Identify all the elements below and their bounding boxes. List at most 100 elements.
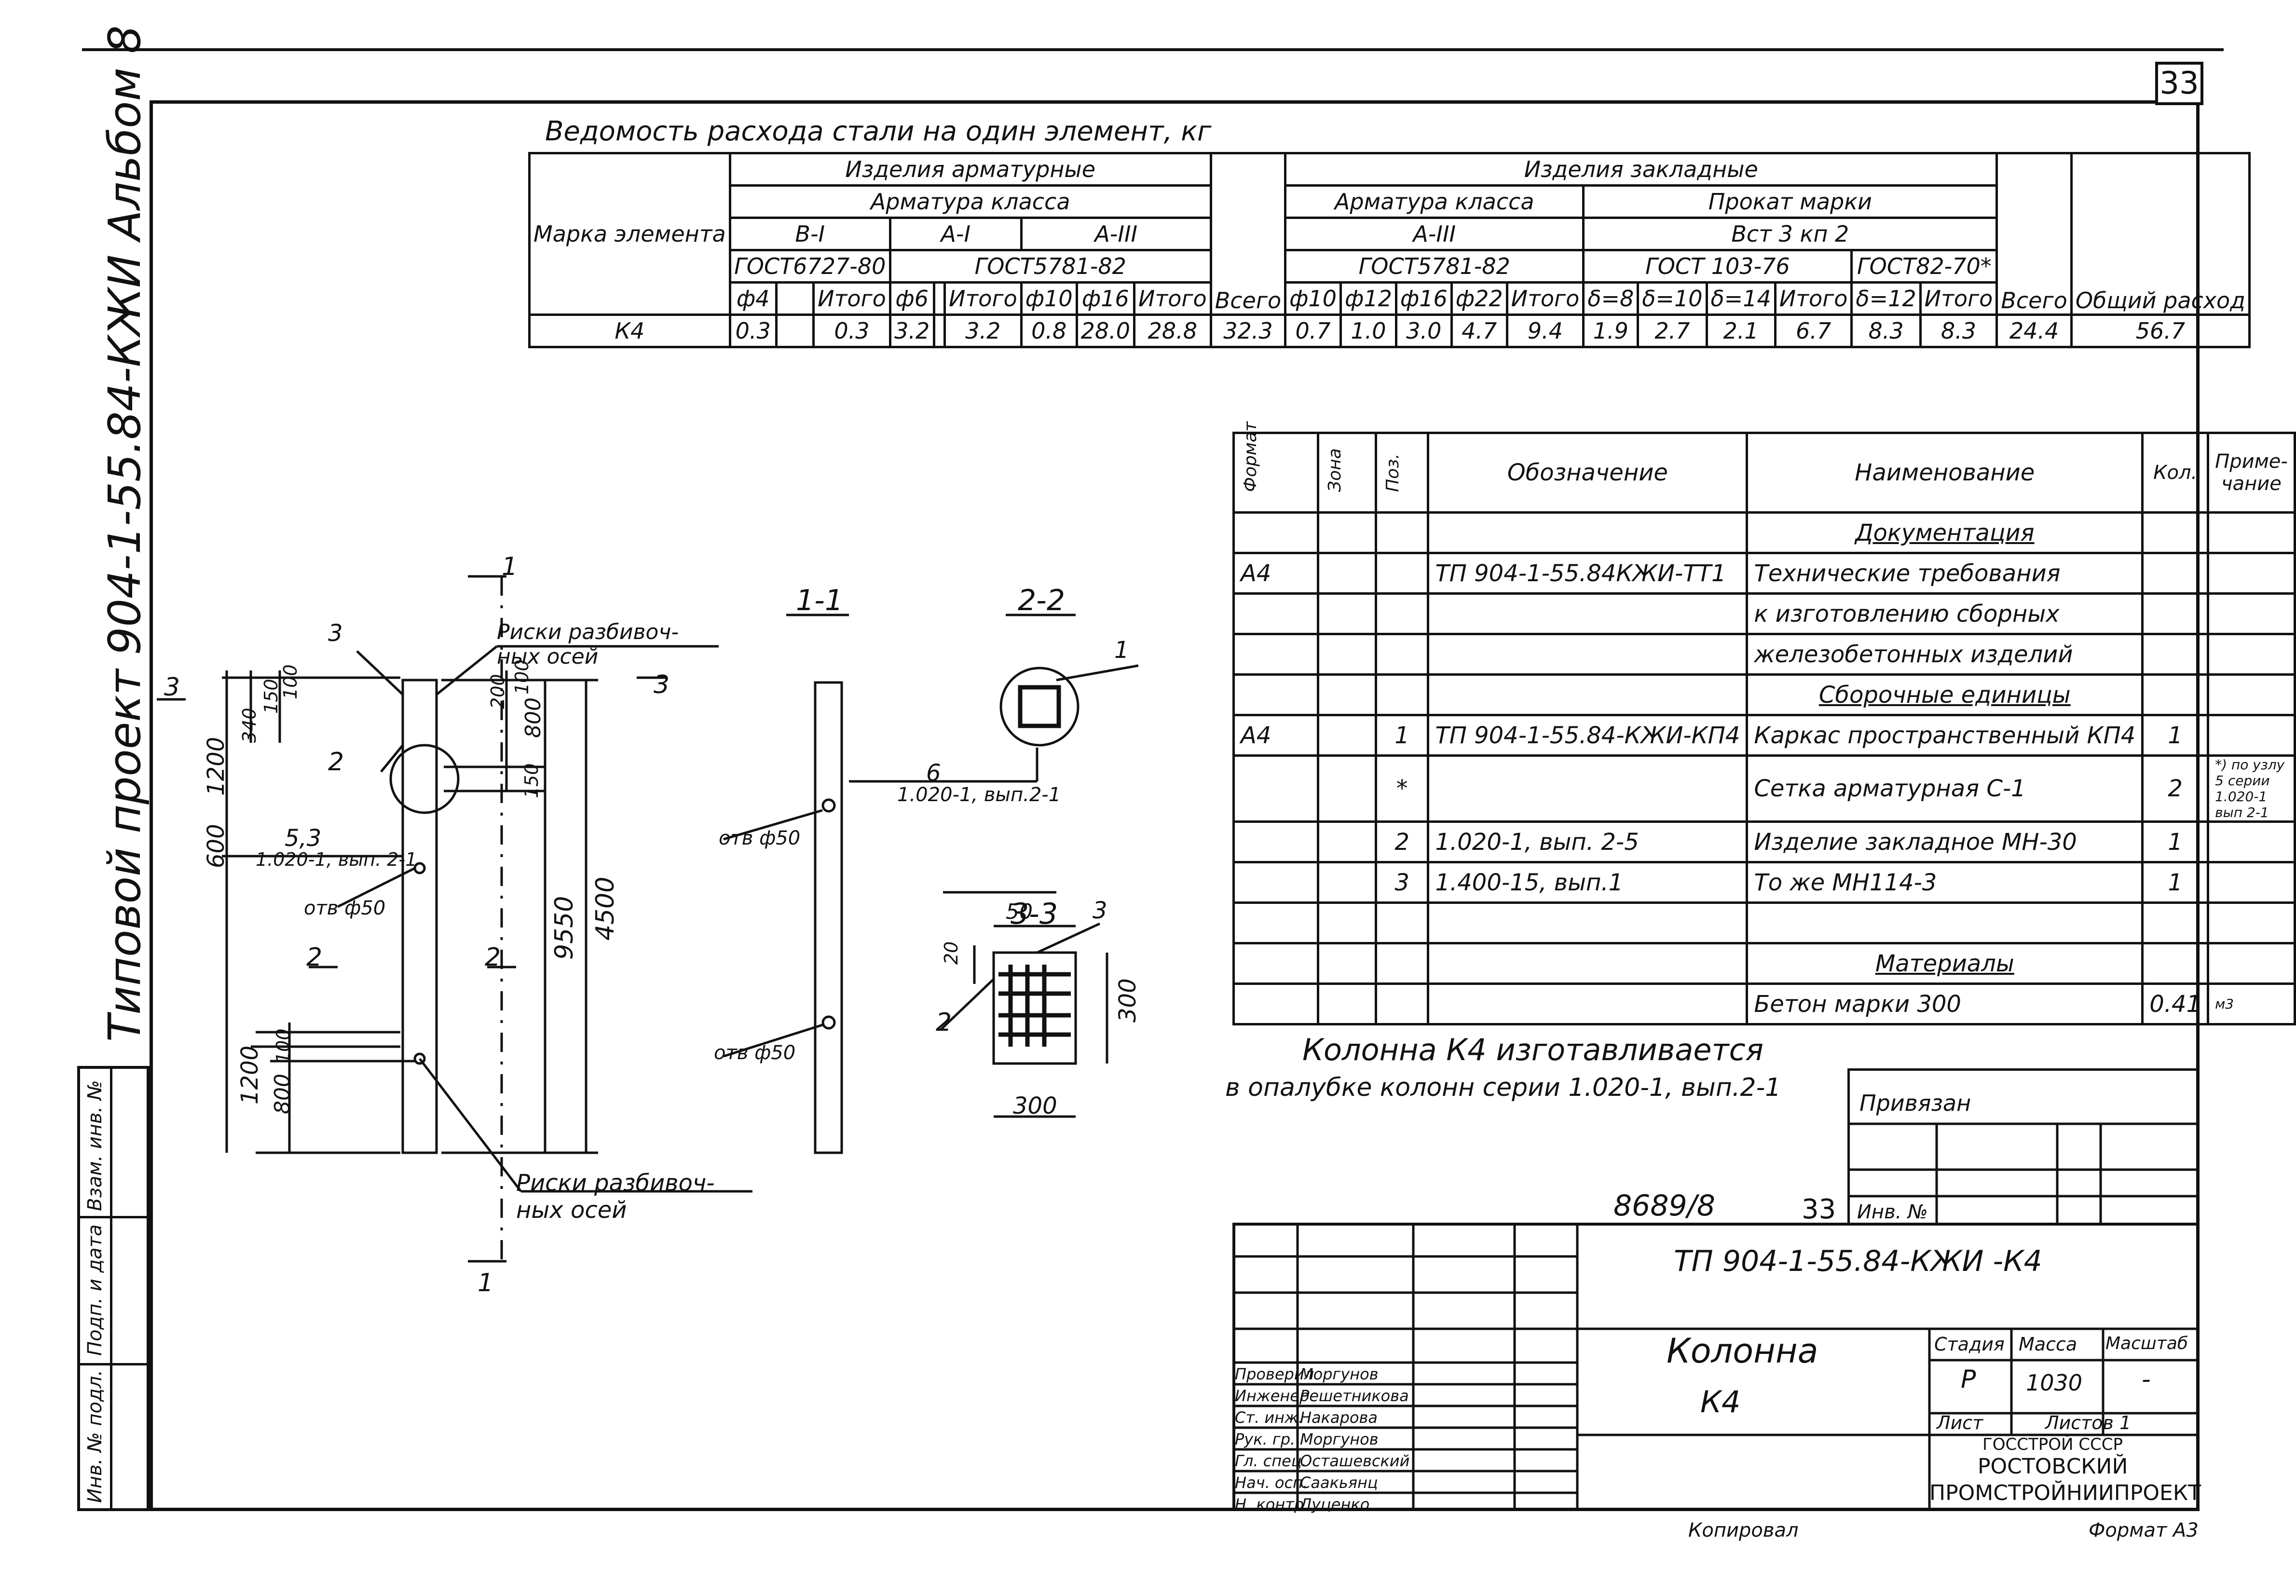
bind-label: Привязан [1859,1090,1971,1116]
spec-pos: 1 [1374,714,1430,757]
spec-designation [1427,982,1749,1025]
spec-fmt [1232,942,1320,985]
value-cell: 9.4 [1505,314,1585,348]
spec-designation [1427,754,1749,823]
stamp-code: ТП 904-1-55.84-КЖИ -К4 [1674,1244,2042,1278]
value-cell: 24.4 [1995,314,2073,348]
mass-label: Масса [2019,1334,2077,1355]
spec-note [2207,901,2296,944]
dim-4500: 4500 [591,876,620,941]
steel-table: Марка элемента Изделия арматурные Всего … [528,152,2251,348]
stage-value: Р [1961,1365,1976,1394]
section-3-3 [992,951,1077,1065]
col-header: δ=8 [1582,281,1640,316]
spec-row: к изготовлению сборных [1232,592,2296,635]
org-line-3: ПРОМСТРОЙНИИПРОЕКТ [1929,1481,2201,1505]
spec-zone [1317,861,1377,904]
dim-300v: 300 [1114,978,1141,1023]
spec-row: железобетонных изделий [1232,633,2296,676]
spec-pos [1374,901,1430,944]
gost-5: ГОСТ82-70* [1850,249,1998,284]
spec-fmt [1232,861,1320,904]
spec-designation [1427,592,1749,635]
spec-pos: 2 [1374,820,1430,863]
stamp-title-2: К4 [1700,1384,1741,1419]
total-armature-header: Всего [1209,152,1287,316]
spec-zone [1317,982,1377,1025]
spec-designation: 1.400-15, вып.1 [1427,861,1749,904]
spec-qty: 2 [2141,754,2210,823]
spec-qty [2141,633,2210,676]
side-stamp-box: Инв. № подл. Подп. и дата Взам. инв. № [77,1066,150,1511]
spec-zone [1317,511,1377,554]
spec-row: Документация [1232,511,2296,554]
value-cell: 28.0 [1075,314,1136,348]
spec-name: Изделие закладное МН-30 [1746,820,2144,863]
dim-100b: 100 [273,1028,294,1064]
stage-label: Стадия [1934,1334,2005,1355]
gost-3: ГОСТ5781-82 [1284,249,1585,284]
spec-name: Материалы [1746,942,2144,985]
spec-fmt: А4 [1232,714,1320,757]
sheets-label: Листов 1 [2045,1412,2132,1433]
spec-fmt [1232,633,1320,676]
col-header [775,281,815,316]
col-header: Итого [1919,281,1998,316]
spec-pos: * [1374,754,1430,823]
pos-2-sec: 2 [936,1008,952,1037]
value-cell: 8.3 [1850,314,1922,348]
spec-zone [1317,942,1377,985]
col-header: ф22 [1450,281,1508,316]
spec-fmt [1232,673,1320,716]
spec-note [2207,861,2296,904]
sec-1-1-label: 1-1 [796,584,843,617]
pos-1: 1 [1114,637,1129,664]
dim-100: 100 [280,664,301,699]
sheet-label: Лист [1937,1412,1983,1433]
spec-name: к изготовлению сборных [1746,592,2144,635]
spec-note: м3 [2207,982,2296,1025]
col-header: Итого [1133,281,1212,316]
ref-1020b: 1.020-1, вып.2-1 [897,784,1061,806]
pos-3-elev: 3 [328,620,343,647]
note-line-1: Колонна К4 изготавливается [1302,1032,1763,1067]
spec-note [2207,673,2296,716]
col-header: Итого [1774,281,1853,316]
value-cell: 32.3 [1209,314,1287,348]
spec-designation [1427,633,1749,676]
spec-fmt [1232,754,1320,823]
dim-200: 200 [487,674,508,709]
dim-150b: 150 [521,763,542,798]
mark-header: Марка элемента [528,152,731,316]
hole-label-2: отв ф50 [719,827,801,849]
spec-note: *) по узлу 5 серии 1.020-1 вып 2-1 [2207,754,2296,823]
archive-number: 8689/8 [1613,1189,1716,1223]
spec-qty: 0.41 [2141,982,2210,1025]
class-aiii-2: А-III [1284,217,1585,251]
dim-50: 50 [1006,900,1033,924]
spec-pos [1374,942,1430,985]
ref-6: 6 [926,760,941,787]
spec-row: Материалы [1232,942,2296,985]
risk-top-label: Риски разбивоч-ных осей [497,620,679,669]
stamp-person: Моргунов [1300,1430,1379,1448]
spec-h-name: Наименование [1746,432,2144,514]
armature-class-header: Арматура класса [728,184,1212,219]
pos-2-elev: 2 [328,748,344,777]
value-cell: 3.2 [888,314,935,348]
cut-1-top: 1 [502,552,518,581]
spec-fmt [1232,982,1320,1025]
stamp-role: Проверил [1235,1365,1314,1383]
spec-name: Сборочные единицы [1746,673,2144,716]
value-cell: 4.7 [1450,314,1508,348]
value-cell: 0.7 [1284,314,1342,348]
col-header: ф10 [1284,281,1342,316]
gost-1: ГОСТ6727-80 [728,249,891,284]
dim-340: 340 [239,708,260,743]
spec-name [1746,901,2144,944]
